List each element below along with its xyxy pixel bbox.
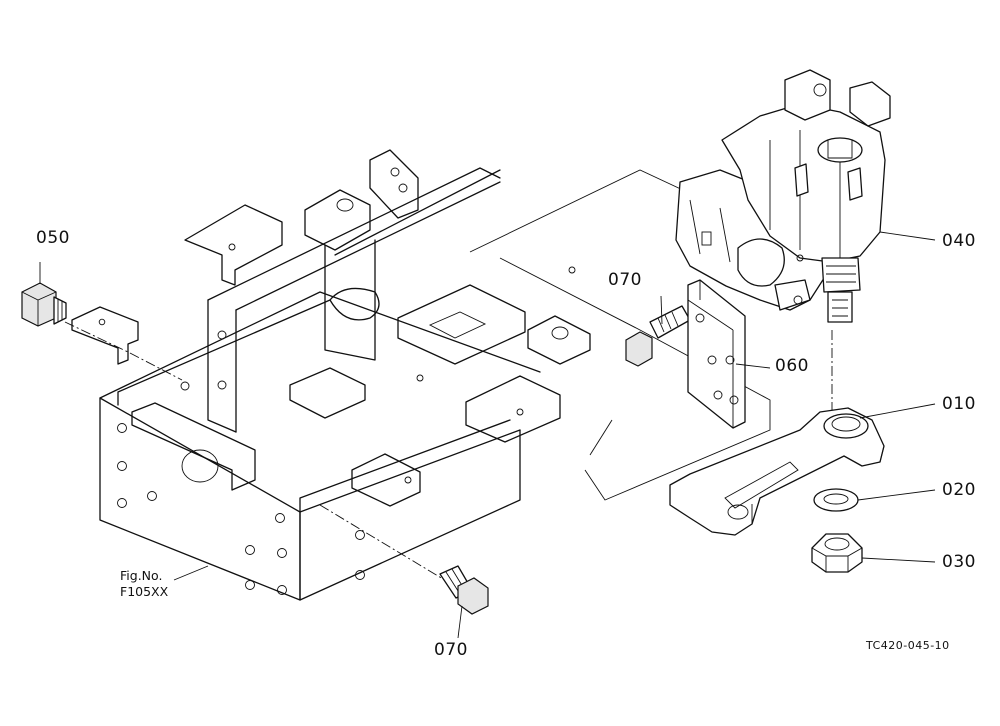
nut-030 xyxy=(811,533,863,573)
fig-no-value: F105XX xyxy=(120,584,169,599)
callout-020: 020 xyxy=(942,480,976,500)
steering-valve-040 xyxy=(675,69,891,323)
callout-030: 030 xyxy=(942,552,976,572)
bracket-060 xyxy=(687,279,746,429)
bolt-050 xyxy=(21,282,67,327)
callout-040: 040 xyxy=(942,231,976,251)
callout-070-lower: 070 xyxy=(434,640,468,660)
callout-060: 060 xyxy=(775,356,809,376)
callout-010: 010 xyxy=(942,394,976,414)
frame-assembly xyxy=(71,149,591,601)
pitman-arm-010 xyxy=(669,407,885,536)
fig-no-label: Fig.No. xyxy=(120,568,163,583)
bolt-070-lower xyxy=(439,565,489,615)
lock-washer-020 xyxy=(813,488,859,512)
drawing-code: TC420-045-10 xyxy=(866,639,950,652)
bolt-070-upper xyxy=(625,305,691,367)
callout-070-upper: 070 xyxy=(608,270,642,290)
callout-050: 050 xyxy=(36,228,70,248)
